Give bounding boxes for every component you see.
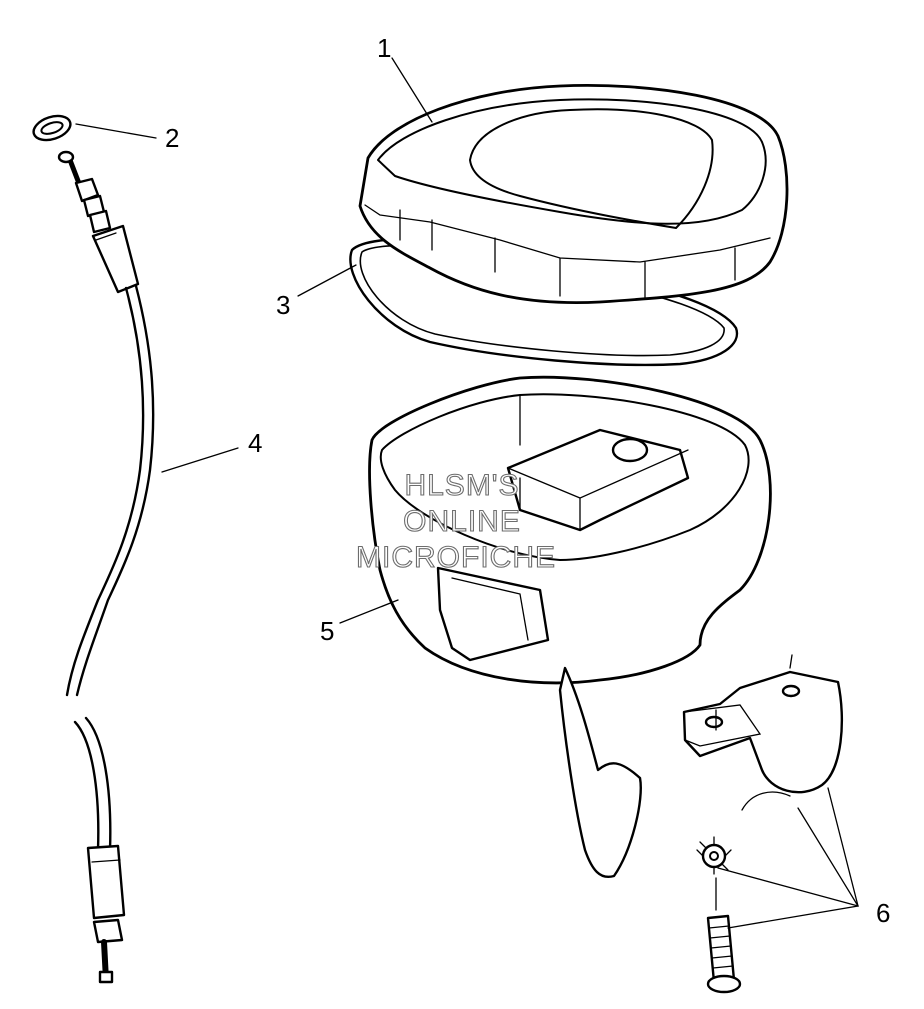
watermark: HLSM'S ONLINE MICROFICHE: [355, 468, 556, 574]
part-4-cable-upper: [57, 150, 155, 697]
callout-4: 4: [248, 428, 262, 458]
callout-6: 6: [876, 898, 890, 928]
part-1-cover: [358, 84, 789, 304]
callout-3: 3: [276, 290, 290, 320]
watermark-line-3: MICROFICHE: [356, 541, 556, 574]
callout-1: 1: [377, 33, 391, 63]
watermark-line-1: HLSM'S: [404, 469, 519, 502]
callout-2: 2: [165, 123, 179, 153]
part-6-lock-washer: [696, 836, 732, 875]
part-6-screw: [706, 914, 742, 994]
part-5-housing: [368, 375, 772, 879]
part-6-clamp: [682, 654, 843, 811]
callout-5: 5: [320, 616, 334, 646]
leader-lines: [75, 57, 860, 929]
part-2-washer: [32, 114, 72, 142]
watermark-line-2: ONLINE: [403, 505, 521, 538]
part-4-cable-lower: [73, 716, 126, 984]
